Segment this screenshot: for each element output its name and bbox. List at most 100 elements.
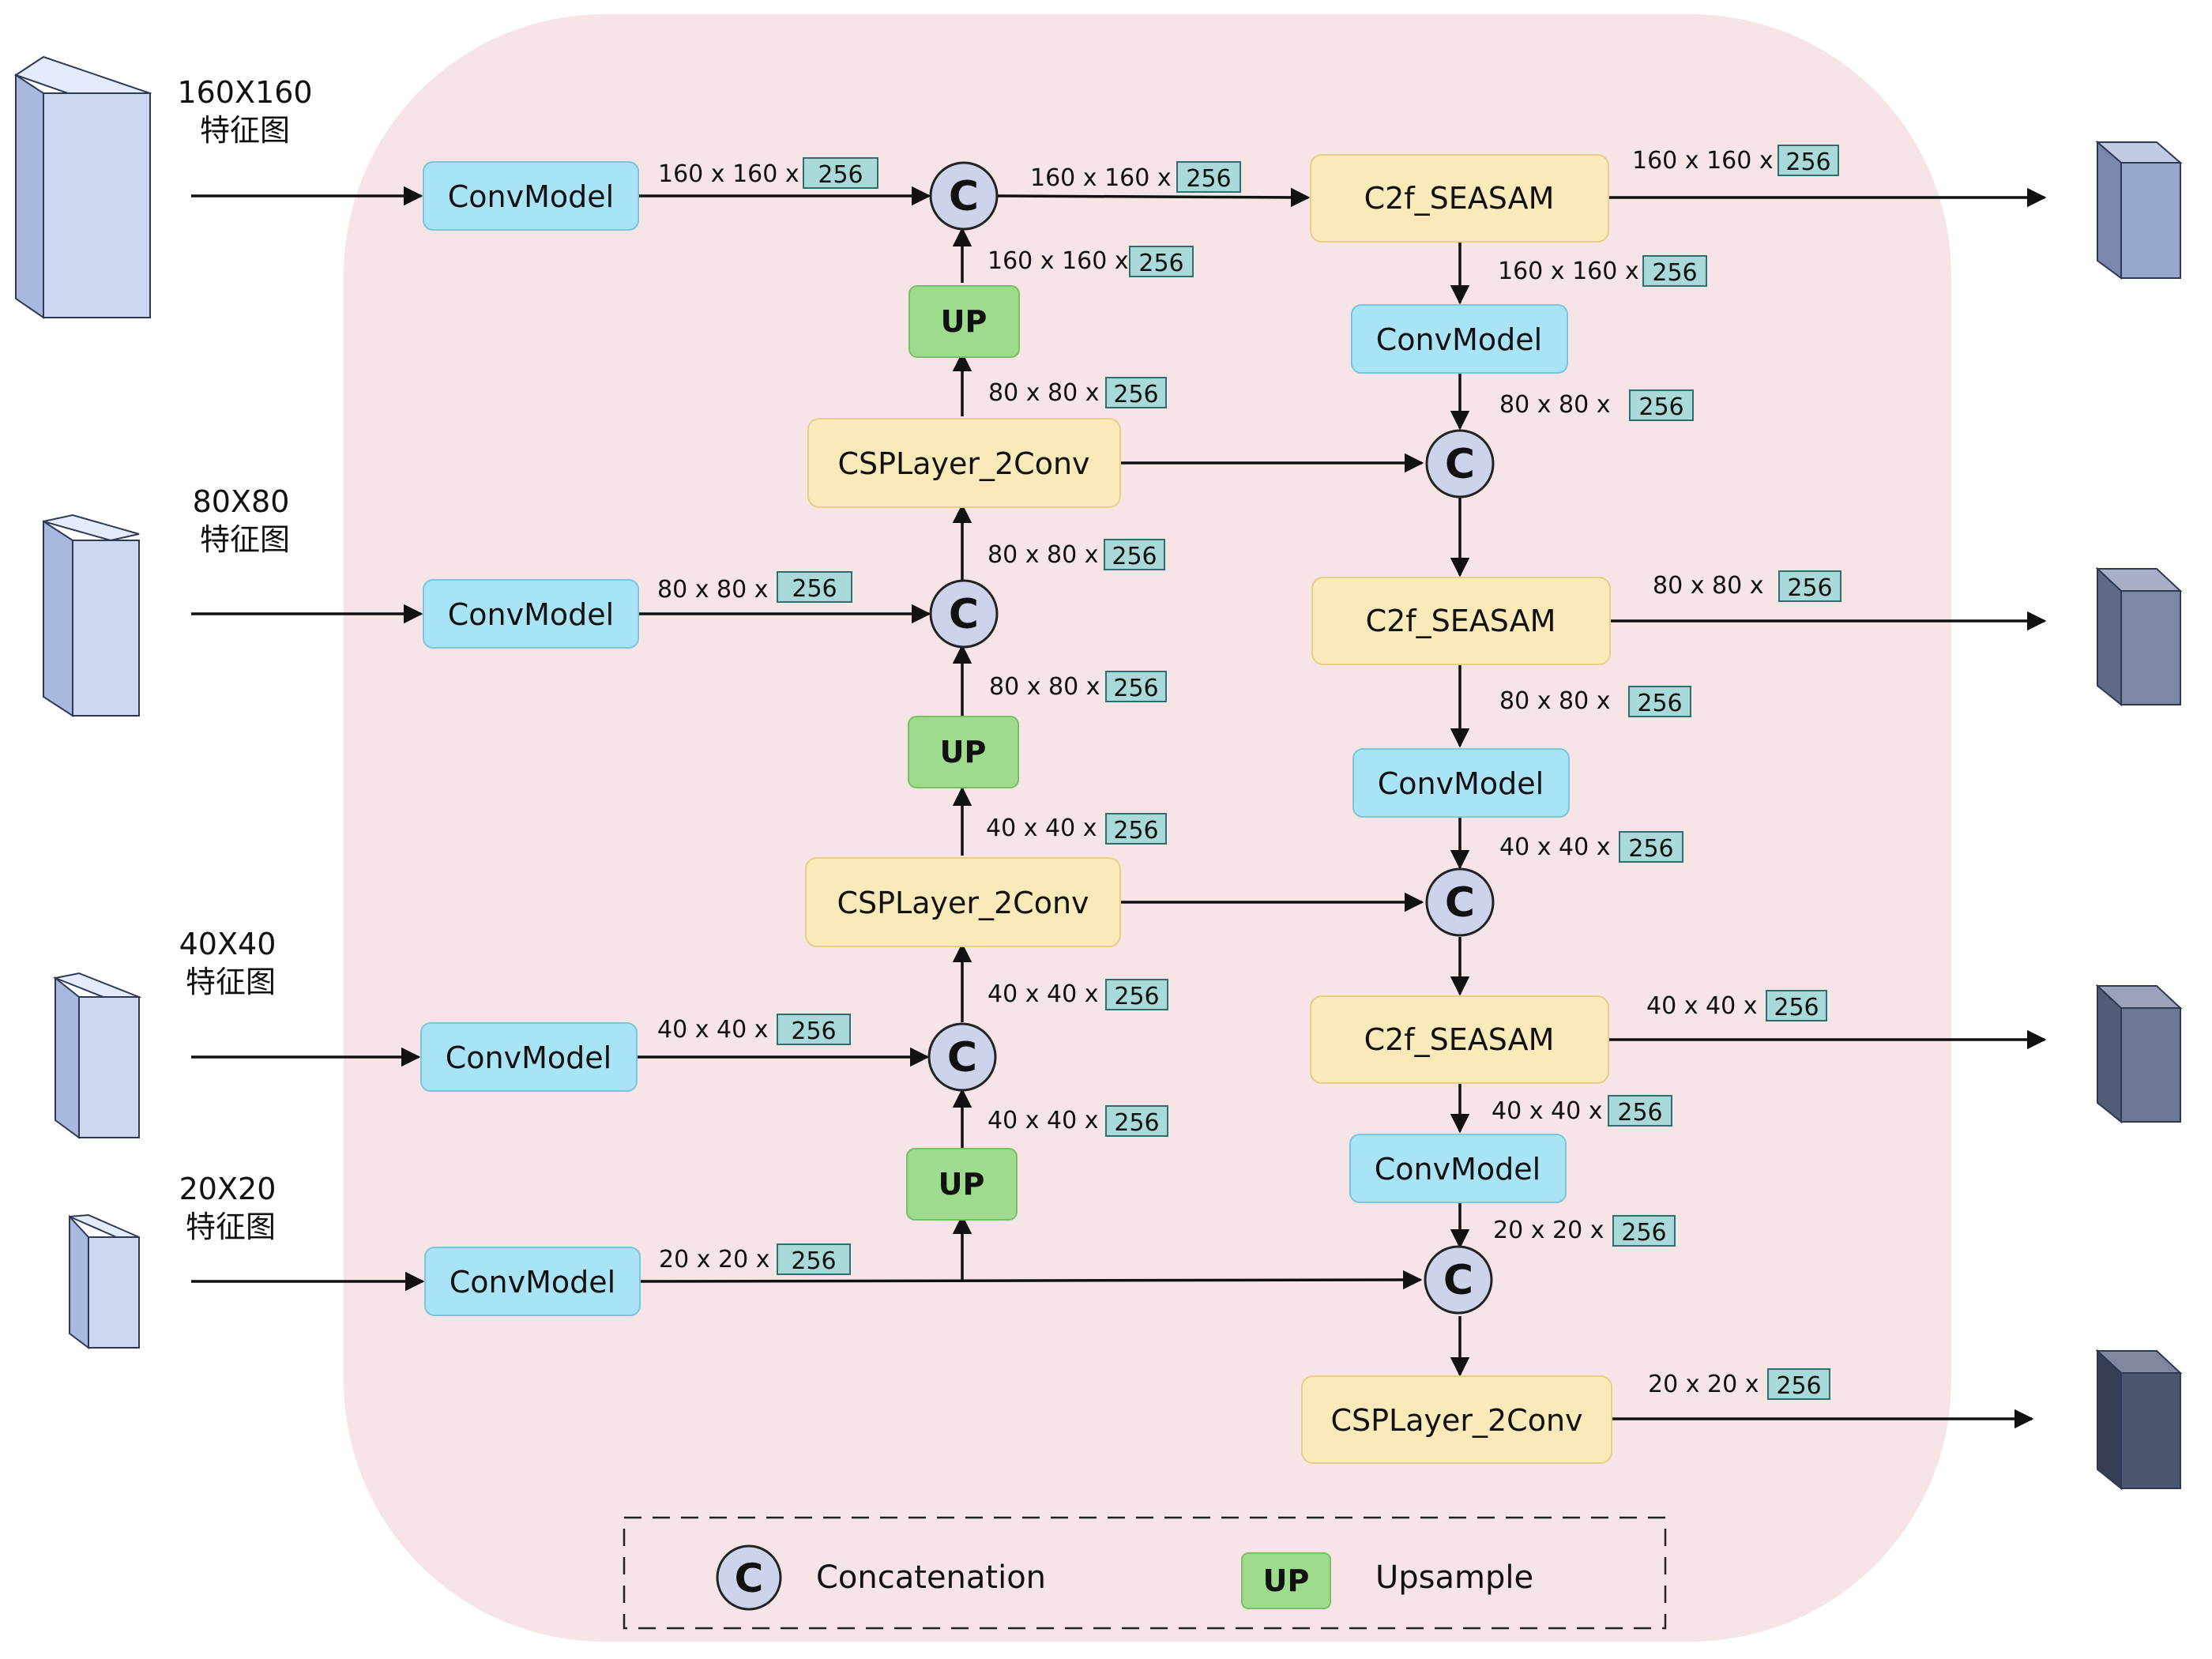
svg-text:256: 256 (1776, 1372, 1821, 1400)
dim-label-22: 80 x 80 x 256 (1499, 686, 1691, 717)
svg-text:80 x 80 x: 80 x 80 x (988, 541, 1098, 569)
concat-left-3: C (927, 1022, 997, 1092)
svg-text:ConvModel: ConvModel (448, 597, 614, 632)
up-block-3: UP (906, 1148, 1018, 1221)
legend-up-icon: UP (1241, 1552, 1331, 1609)
input-label-size-40: 40X40 (179, 927, 276, 961)
svg-text:ConvModel: ConvModel (446, 1040, 611, 1075)
concat-left-2: C (929, 579, 999, 649)
svg-text:160 x 160 x: 160 x 160 x (1030, 164, 1172, 192)
svg-text:20 x 20 x: 20 x 20 x (659, 1246, 769, 1273)
svg-text:UP: UP (940, 735, 987, 769)
dim-label-15: 40 x 40 x 256 (988, 979, 1168, 1010)
dim-label-8: 80 x 80 x 256 (657, 571, 852, 604)
convmodel-80-block: ConvModel (423, 579, 639, 649)
svg-text:80 x 80 x: 80 x 80 x (989, 673, 1100, 701)
input-label-text-40: 特征图 (186, 965, 276, 999)
svg-text:160 x 160 x: 160 x 160 x (1498, 258, 1639, 285)
dim-label-6: 80 x 80 x 256 (988, 377, 1167, 408)
svg-text:40 x 40 x: 40 x 40 x (1499, 833, 1610, 861)
svg-text:160 x 160 x: 160 x 160 x (1632, 147, 1774, 175)
svg-text:UP: UP (939, 1167, 985, 1202)
svg-text:256: 256 (1112, 543, 1157, 570)
svg-text:256: 256 (791, 1247, 836, 1275)
output-cube-40 (2095, 984, 2183, 1124)
legend: C Concatenation UP Upsample (623, 1516, 1667, 1630)
svg-text:80 x 80 x: 80 x 80 x (657, 576, 768, 604)
svg-text:256: 256 (1785, 149, 1830, 176)
dim-label-10: 80 x 80 x 256 (1653, 570, 1841, 602)
svg-text:256: 256 (791, 1018, 836, 1045)
input-label-size-160: 160X160 (177, 75, 312, 110)
input-cube-20 (69, 1213, 140, 1349)
convmodel-right-3-block: ConvModel (1349, 1134, 1567, 1203)
svg-text:C2f_SEASAM: C2f_SEASAM (1364, 1022, 1555, 1057)
dim-label-17: 40 x 40 x 256 (988, 1105, 1168, 1137)
dim-label-5: 160 x 160 x 256 (1498, 255, 1707, 287)
svg-text:160 x 160 x: 160 x 160 x (658, 160, 799, 188)
csplayer-20-block: CSPLayer_2Conv (1301, 1375, 1612, 1464)
svg-text:C: C (949, 173, 979, 220)
output-cube-160 (2095, 140, 2183, 280)
output-cube-80 (2095, 566, 2183, 707)
dim-label-4: 160 x 160 x 256 (988, 246, 1194, 277)
dim-label-21: 20 x 20 x 256 (1648, 1368, 1830, 1400)
svg-text:256: 256 (1628, 835, 1673, 863)
svg-text:256: 256 (1114, 983, 1159, 1010)
svg-text:256: 256 (1621, 1219, 1666, 1247)
input-label-text-20: 特征图 (186, 1209, 276, 1244)
dim-label-12: 40 x 40 x 256 (986, 813, 1167, 845)
svg-text:C: C (947, 1034, 977, 1082)
svg-text:80 x 80 x: 80 x 80 x (1653, 572, 1763, 600)
convmodel-right-2-block: ConvModel (1352, 748, 1570, 818)
svg-text:256: 256 (1652, 259, 1697, 287)
svg-text:CSPLayer_2Conv: CSPLayer_2Conv (1330, 1403, 1582, 1438)
dim-label-16: 40 x 40 x 256 (1646, 990, 1827, 1021)
svg-text:C: C (1445, 879, 1475, 927)
svg-text:UP: UP (941, 304, 988, 339)
svg-text:CSPLayer_2Conv: CSPLayer_2Conv (837, 446, 1089, 481)
svg-text:256: 256 (1637, 690, 1682, 717)
svg-text:40 x 40 x: 40 x 40 x (1492, 1097, 1602, 1125)
svg-text:256: 256 (792, 575, 837, 603)
svg-text:20 x 20 x: 20 x 20 x (1648, 1371, 1759, 1398)
convmodel-40-block: ConvModel (420, 1022, 638, 1092)
svg-text:C2f_SEASAM: C2f_SEASAM (1366, 604, 1556, 638)
svg-text:160 x 160 x: 160 x 160 x (988, 247, 1129, 275)
svg-text:ConvModel: ConvModel (1375, 1152, 1540, 1187)
svg-text:C: C (1443, 1257, 1473, 1304)
svg-text:ConvModel: ConvModel (1378, 766, 1544, 801)
dim-label-13: 40 x 40 x 256 (1499, 831, 1683, 863)
dim-label-14: 40 x 40 x 256 (657, 1014, 851, 1045)
dim-label-18: 40 x 40 x 256 (1492, 1095, 1672, 1127)
svg-text:256: 256 (1113, 381, 1158, 408)
svg-text:40 x 40 x: 40 x 40 x (657, 1016, 768, 1044)
svg-text:256: 256 (818, 161, 863, 189)
dim-label-3: 160 x 160 x 256 (1632, 145, 1839, 176)
input-cube-160 (13, 55, 152, 319)
concat-left-1: C (929, 161, 999, 231)
svg-text:CSPLayer_2Conv: CSPLayer_2Conv (837, 886, 1089, 920)
convmodel-160-block: ConvModel (423, 161, 639, 231)
input-label-text-160: 特征图 (200, 113, 290, 148)
dim-label-2: 160 x 160 x 256 (1030, 161, 1241, 193)
svg-text:C: C (1445, 441, 1475, 488)
svg-text:40 x 40 x: 40 x 40 x (988, 1107, 1098, 1134)
svg-text:80 x 80 x: 80 x 80 x (1499, 391, 1610, 419)
input-cube-40 (52, 972, 142, 1139)
legend-concat-label: Concatenation (816, 1559, 1046, 1596)
svg-text:256: 256 (1113, 675, 1158, 702)
legend-concat-icon: C (716, 1544, 782, 1611)
svg-text:40 x 40 x: 40 x 40 x (986, 814, 1097, 842)
dim-label-20: 20 x 20 x 256 (1493, 1215, 1676, 1247)
svg-text:ConvModel: ConvModel (1376, 322, 1542, 357)
svg-text:256: 256 (1114, 1109, 1159, 1137)
output-cube-20 (2095, 1349, 2183, 1491)
csplayer-40-block: CSPLayer_2Conv (805, 857, 1121, 947)
svg-text:ConvModel: ConvModel (448, 179, 614, 214)
convmodel-20-block: ConvModel (424, 1247, 641, 1316)
concat-right-1: C (1425, 429, 1495, 498)
svg-text:40 x 40 x: 40 x 40 x (988, 980, 1098, 1008)
svg-text:ConvModel: ConvModel (450, 1265, 615, 1300)
